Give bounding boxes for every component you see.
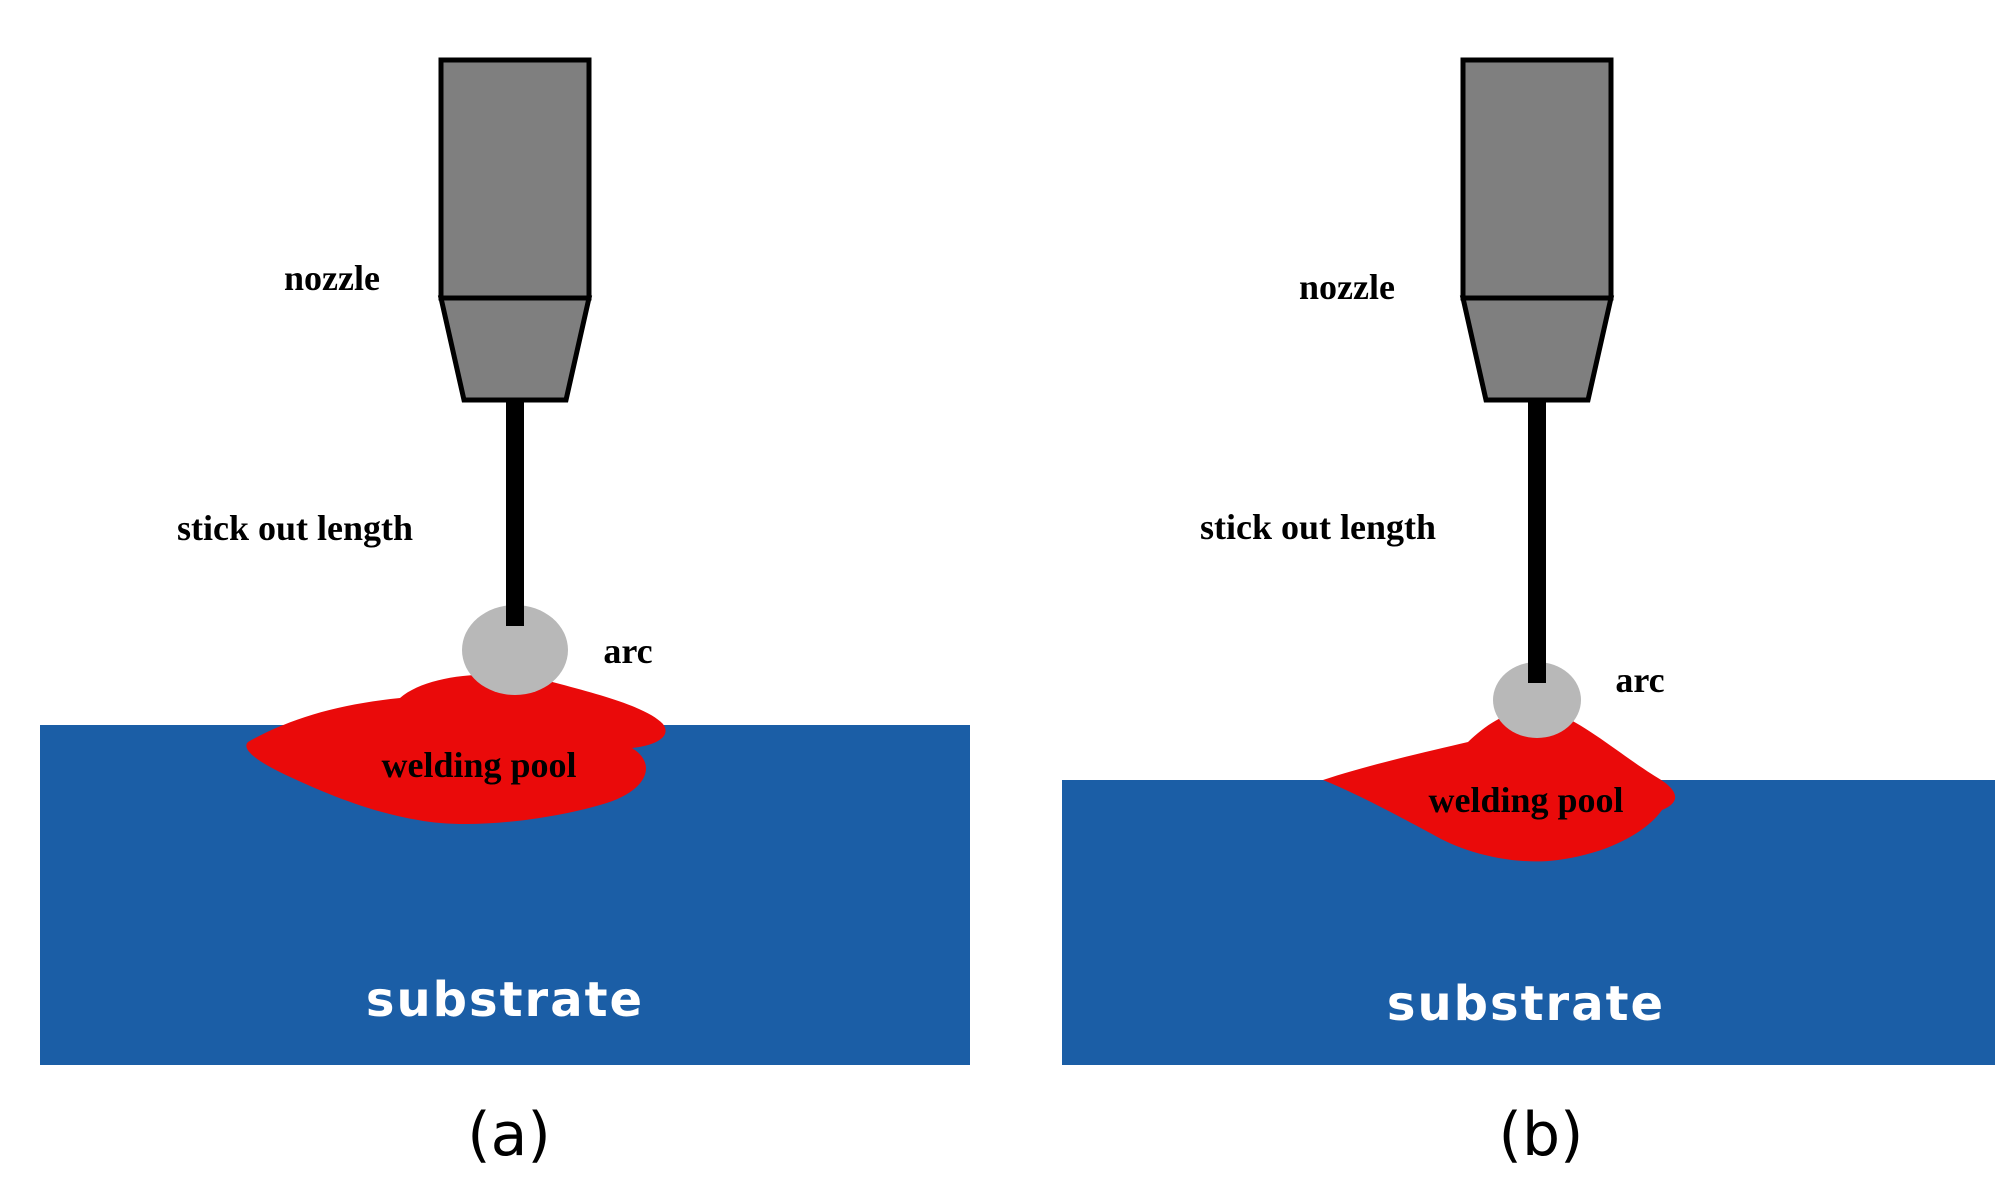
- arc-b-shape: [1493, 662, 1581, 738]
- wire-a-shape: [506, 398, 524, 626]
- welding-pool-label-a: welding pool: [381, 745, 577, 785]
- stick-out-length-label-b: stick out length: [1199, 507, 1437, 547]
- panel-b-shapes: [1062, 57, 1995, 1065]
- nozzle-label-a: nozzle: [284, 258, 380, 298]
- nozzle-tip-b-shape: [1459, 295, 1615, 403]
- substrate-label-b: substrate: [1386, 976, 1666, 1032]
- nozzle-body-b-shape: [1460, 57, 1614, 301]
- nozzle-label-b: nozzle: [1299, 267, 1395, 307]
- arc-label-b: arc: [1615, 660, 1665, 700]
- panel-a-shapes: [40, 57, 970, 1065]
- wire-b-shape: [1528, 398, 1546, 683]
- welding-pool-label-b: welding pool: [1428, 780, 1624, 820]
- arc-a-shape: [462, 605, 568, 695]
- arc-label-a: arc: [603, 631, 653, 671]
- substrate-label-a: substrate: [365, 972, 645, 1028]
- welding-pool-b-shape: [1323, 709, 1676, 862]
- nozzle-body-a-shape: [438, 57, 592, 301]
- panel-caption-a: (a): [467, 1100, 551, 1170]
- stick-out-length-label-a: stick out length: [176, 508, 414, 548]
- nozzle-tip-a-shape: [437, 295, 593, 403]
- welding-pool-a-shape: [246, 674, 666, 825]
- panel-caption-b: (b): [1498, 1100, 1584, 1170]
